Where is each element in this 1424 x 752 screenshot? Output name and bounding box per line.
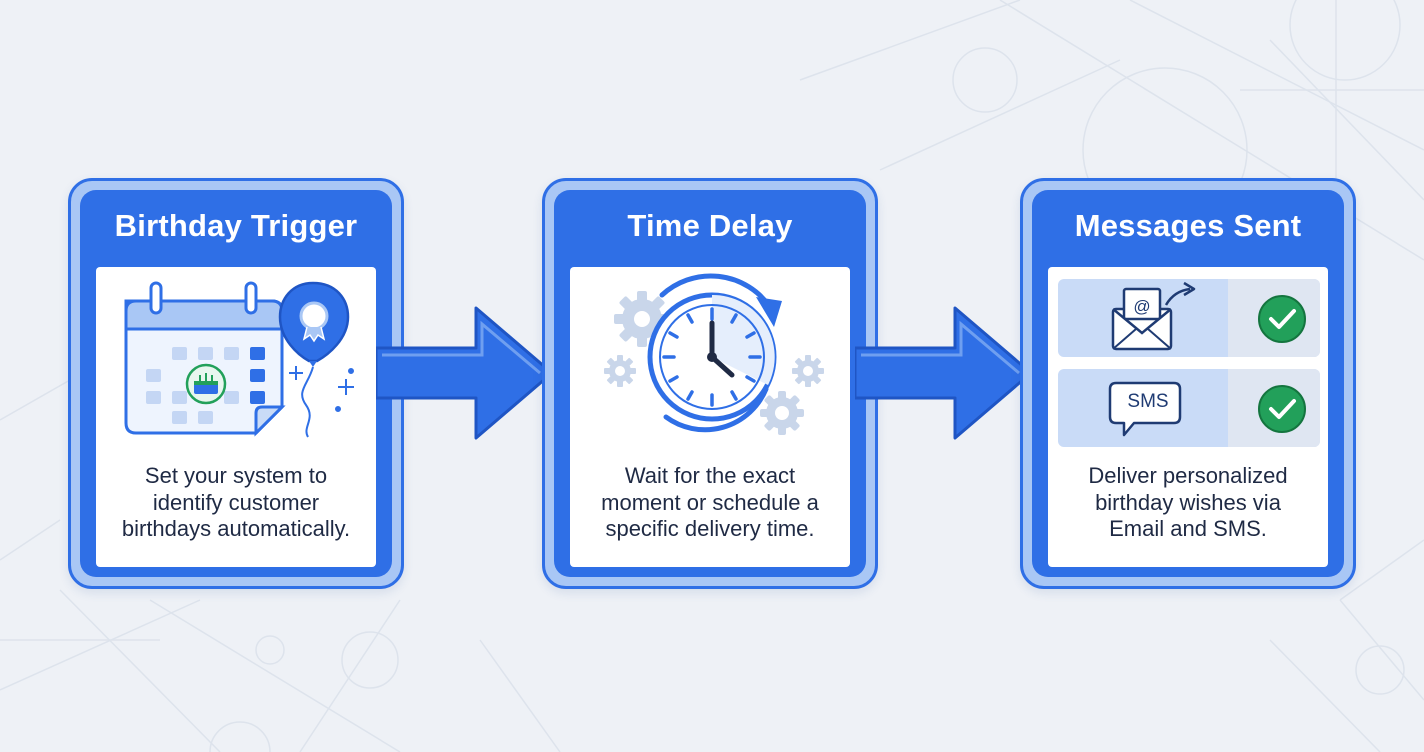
step-title: Time Delay: [627, 208, 793, 243]
gear-icon: [614, 291, 670, 347]
time-delay-illustration: [604, 273, 824, 435]
step-card-messages-sent: Messages Sent @: [1020, 178, 1356, 589]
step-description: Set your system to identify customer bir…: [121, 463, 351, 541]
sms-icon: [1108, 381, 1182, 437]
gear-icon: [760, 391, 804, 435]
card-inner: Birthday Trigger: [80, 190, 392, 577]
email-channel-row: @: [1058, 279, 1320, 357]
step-panel: Wait for the exact moment or schedule a …: [570, 267, 850, 567]
card-inner: Time Delay: [554, 190, 866, 577]
step-card-birthday-trigger: Birthday Trigger: [68, 178, 404, 589]
gear-icon: [604, 355, 636, 387]
sms-channel-row: SMS: [1058, 369, 1320, 447]
svg-text:@: @: [1133, 297, 1150, 316]
flow-arrow: [376, 306, 554, 440]
sparkle-icon: [289, 366, 354, 412]
step-panel: @: [1048, 267, 1328, 567]
check-icon: [1258, 385, 1306, 433]
step-card-time-delay: Time Delay: [542, 178, 878, 589]
sms-label: SMS: [1127, 391, 1169, 412]
email-icon: @: [1111, 281, 1196, 351]
flow-arrow: [855, 306, 1033, 440]
calendar-icon: [124, 281, 286, 437]
birthday-illustration: [124, 281, 354, 438]
check-icon: [1258, 295, 1306, 343]
balloon-icon: [278, 281, 350, 438]
step-panel: Set your system to identify customer bir…: [96, 267, 376, 567]
gear-icon: [792, 355, 824, 387]
clock-icon: [647, 292, 777, 422]
step-description: Wait for the exact moment or schedule a …: [601, 463, 819, 541]
cake-icon: [185, 363, 227, 405]
step-description: Deliver personalized birthday wishes via…: [1088, 463, 1288, 541]
card-inner: Messages Sent @: [1032, 190, 1344, 577]
step-title: Messages Sent: [1074, 208, 1302, 243]
step-title: Birthday Trigger: [114, 208, 358, 243]
refresh-arrow-icon: [659, 273, 782, 433]
